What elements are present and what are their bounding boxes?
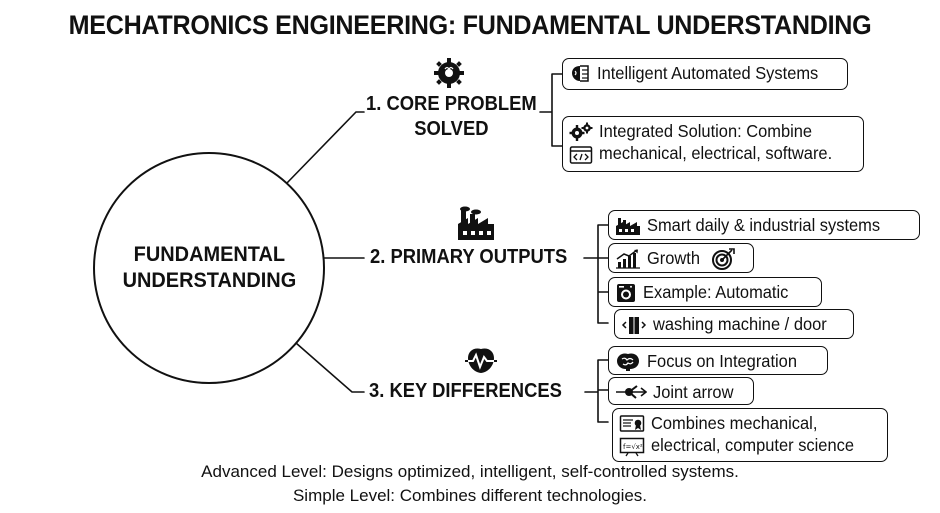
leaf-text: Smart daily & industrial systems — [647, 215, 881, 235]
center-node: FUNDAMENTAL UNDERSTANDING — [93, 152, 325, 384]
leaf-intelligent-automated-systems: Intelligent Automated Systems — [562, 58, 848, 90]
branch-2-label: 2. PRIMARY OUTPUTS — [370, 245, 568, 270]
footer-simple-level: Simple Level: Combines different technol… — [292, 486, 648, 505]
brain-heartbeat-icon — [464, 346, 498, 381]
leaf-joint-arrow: Joint arrow — [608, 377, 754, 405]
leaf-text: Example: Automatic — [643, 282, 789, 302]
brain-gear-icon — [432, 58, 466, 93]
washing-machine-icon — [615, 283, 637, 303]
svg-text:f=√x²: f=√x² — [623, 443, 643, 451]
target-icon — [711, 247, 736, 270]
leaf-text: Focus on Integration — [647, 351, 797, 371]
growth-chart-icon — [615, 249, 641, 269]
connector-branch-2-leaves — [583, 224, 609, 324]
automatic-door-icon — [621, 315, 647, 335]
gears-icon — [569, 122, 593, 142]
leaf-text: washing machine / door — [653, 314, 827, 334]
connector-center-to-branch-3 — [287, 335, 365, 393]
center-line-2: UNDERSTANDING — [122, 269, 296, 292]
leaf-text-line-1: Combines mechanical, — [651, 413, 818, 433]
center-line-1: FUNDAMENTAL — [133, 242, 285, 266]
branch-3-label-line-1: 3. KEY DIFFERENCES — [369, 380, 562, 402]
formula-board-icon: f=√x² — [619, 437, 645, 457]
connector-center-to-branch-1 — [285, 111, 365, 185]
leaf-integrated-solution: Integrated Solution: Combine mechanical,… — [562, 116, 864, 172]
leaf-text: Growth — [647, 248, 701, 268]
leaf-combines-disciplines: f=√x² Combines mechanical, electrical, c… — [612, 408, 888, 462]
connector-branch-1-leaves — [539, 73, 563, 147]
leaf-growth: Growth — [608, 243, 754, 273]
joint-arrow-icon — [615, 383, 647, 401]
leaf-washing-machine-door: washing machine / door — [614, 309, 854, 339]
certificate-icon — [619, 414, 645, 434]
factory-icon — [456, 206, 496, 247]
leaf-focus-on-integration: Focus on Integration — [608, 346, 828, 375]
footer-advanced-level: Advanced Level: Designs optimized, intel… — [201, 462, 739, 481]
leaf-text: Intelligent Automated Systems — [597, 63, 819, 83]
leaf-text-line-2: mechanical, electrical, software. — [599, 143, 833, 164]
branch-1-label: 1. CORE PROBLEM SOLVED — [366, 92, 537, 142]
leaf-text-line-2: electrical, computer science — [651, 435, 854, 456]
brain-icon — [615, 352, 641, 372]
branch-1-label-line-1: 1. CORE PROBLEM — [366, 93, 537, 115]
leaf-text: Joint arrow — [653, 382, 734, 402]
connector-branch-3-leaves — [584, 359, 609, 423]
leaf-text-line-1: Integrated Solution: Combine — [599, 121, 813, 141]
factory-small-icon — [615, 216, 641, 236]
brain-chip-icon — [569, 64, 591, 84]
branch-1-label-line-2: SOLVED — [414, 118, 489, 140]
branch-3-label: 3. KEY DIFFERENCES — [369, 379, 562, 404]
leaf-smart-systems: Smart daily & industrial systems — [608, 210, 920, 240]
branch-2-label-line-1: 2. PRIMARY OUTPUTS — [370, 246, 568, 268]
code-window-icon — [569, 145, 593, 165]
page-title: MECHATRONICS ENGINEERING: FUNDAMENTAL UN… — [68, 10, 872, 40]
leaf-example-automatic: Example: Automatic — [608, 277, 822, 307]
